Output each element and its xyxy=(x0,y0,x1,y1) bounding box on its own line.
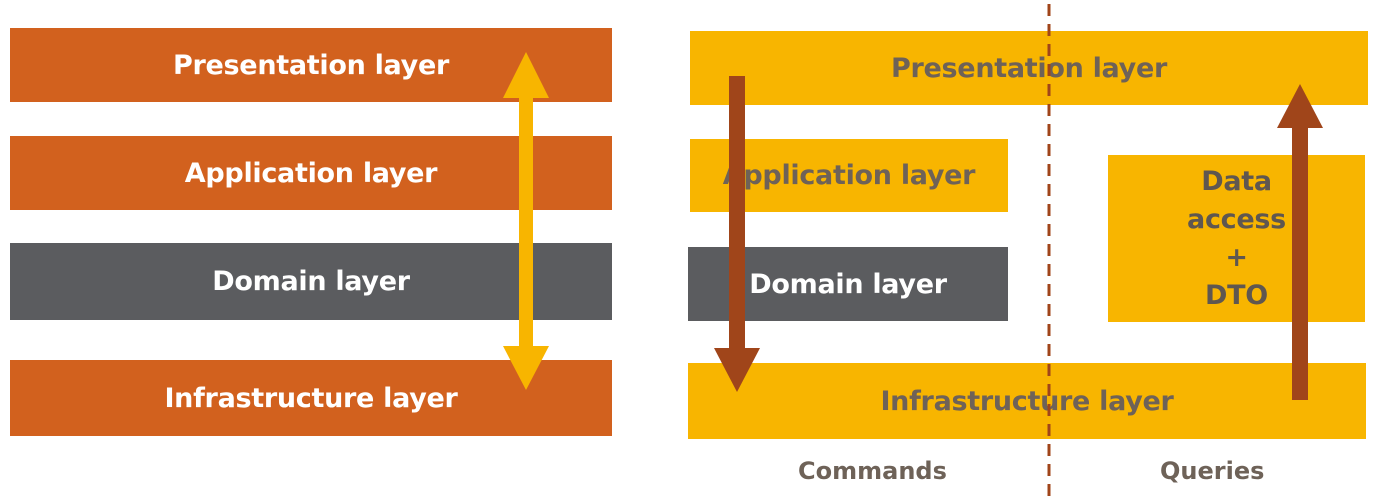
bidirectional-arrow-icon xyxy=(503,52,549,390)
left-presentation-layer: Presentation layer xyxy=(10,28,612,102)
right-application-layer-label: Application layer xyxy=(722,160,976,191)
left-application-layer: Application layer xyxy=(10,136,612,210)
up-arrow-icon xyxy=(1277,84,1323,400)
data-access-line-2: access xyxy=(1187,203,1286,235)
left-domain-layer: Domain layer xyxy=(10,243,612,320)
right-infrastructure-layer-label: Infrastructure layer xyxy=(880,385,1174,417)
right-presentation-layer-label: Presentation layer xyxy=(891,52,1167,84)
right-presentation-layer: Presentation layer xyxy=(690,31,1368,105)
data-access-line-3: + xyxy=(1225,241,1248,273)
left-domain-layer-label: Domain layer xyxy=(212,266,410,297)
left-infrastructure-layer-label: Infrastructure layer xyxy=(164,382,458,414)
data-access-dto-box: Data access + DTO xyxy=(1108,155,1365,322)
left-presentation-layer-label: Presentation layer xyxy=(173,49,449,81)
data-access-line-1: Data xyxy=(1201,165,1272,197)
commands-label: Commands xyxy=(798,457,947,485)
left-infrastructure-layer: Infrastructure layer xyxy=(10,360,612,436)
queries-label: Queries xyxy=(1160,457,1265,485)
right-domain-layer-label: Domain layer xyxy=(749,268,947,300)
data-access-line-4: DTO xyxy=(1205,279,1268,311)
left-application-layer-label: Application layer xyxy=(184,157,438,189)
right-infrastructure-layer: Infrastructure layer xyxy=(688,363,1366,439)
down-arrow-icon xyxy=(714,76,760,392)
